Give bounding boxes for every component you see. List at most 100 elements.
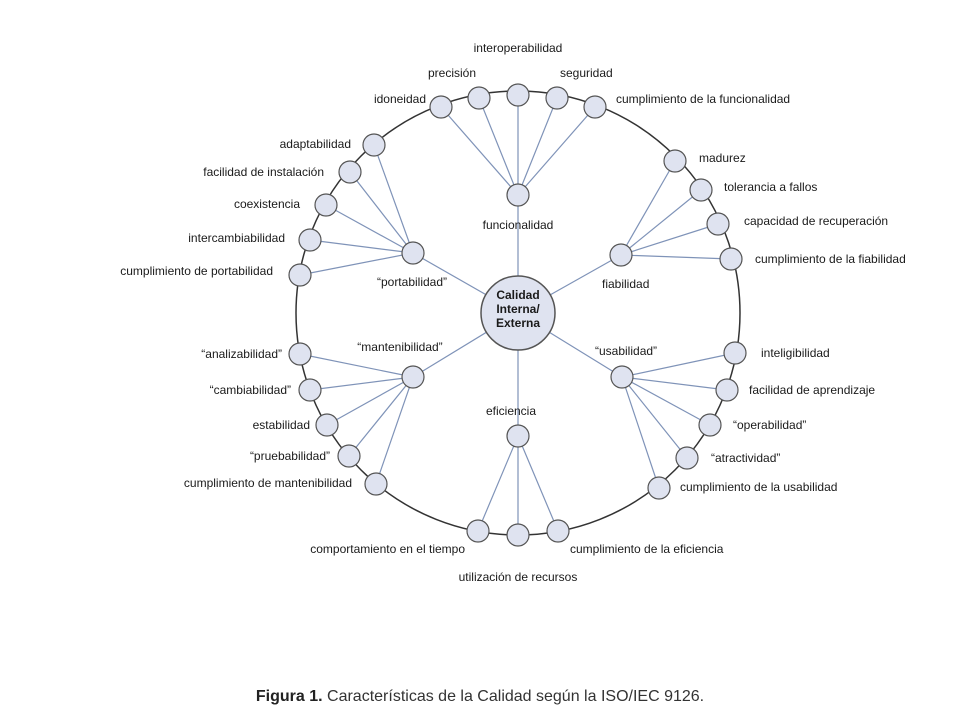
node-cumplimiento-de-portabilidad [288,263,312,287]
link-eficiencia-0 [477,435,519,532]
node-precision [467,86,491,110]
node-inteligibilidad [723,341,747,365]
label-eficiencia: eficiencia [486,404,536,418]
node-intercambiabilidad [298,228,322,252]
nodes-layer [288,83,747,547]
link-funcionalidad-1 [478,97,519,196]
label-precision: precisión [428,66,476,80]
node-idoneidad [429,95,453,119]
node-cambiabilidad [298,378,322,402]
link-fiabilidad-3 [620,254,732,260]
label-capacidad-de-recuperacion: capacidad de recuperación [744,214,888,228]
link-funcionalidad-4 [517,106,596,196]
node-cumplimiento-de-mantenibilidad [364,472,388,496]
label-mantenibilidad: “mantenibilidad” [357,340,442,354]
label-utilizacion-de-recursos: utilización de recursos [459,570,578,584]
label-facilidad-de-aprendizaje: facilidad de aprendizaje [749,383,875,397]
node-operabilidad [698,413,722,437]
label-analizabilidad: “analizabilidad” [201,347,282,361]
label-cumplimiento-de-portabilidad: cumplimiento de portabilidad [120,264,273,278]
label-estabilidad: estabilidad [253,418,310,432]
label-fiabilidad: fiabilidad [602,277,649,291]
node-utilizacion-de-recursos [506,523,530,547]
link-mantenibilidad-0 [299,353,414,378]
label-pruebabilidad: “pruebabilidad” [250,449,330,463]
caption-prefix: Figura 1. [255,688,323,705]
node-eficiencia [506,424,530,448]
label-atractividad: “atractividad” [711,451,780,465]
node-cumplimiento-de-la-funcionalidad [583,95,607,119]
label-portabilidad: “portabilidad” [377,275,447,289]
link-mantenibilidad-1 [309,376,414,391]
label-funcionalidad: funcionalidad [483,218,554,232]
label-cumplimiento-de-la-eficiencia: cumplimiento de la eficiencia [570,542,724,556]
link-usabilidad-0 [621,352,736,378]
label-interoperabilidad: interoperabilidad [474,41,563,55]
center-node [480,275,556,351]
center-label-line: Externa [496,316,540,330]
link-funcionalidad-0 [440,106,519,196]
node-cumplimiento-de-la-usabilidad [647,476,671,500]
label-intercambiabilidad: intercambiabilidad [188,231,285,245]
label-operabilidad: “operabilidad” [733,418,806,432]
label-idoneidad: idoneidad [374,92,426,106]
label-inteligibilidad: inteligibilidad [761,346,830,360]
link-usabilidad-3 [621,376,688,459]
node-comportamiento-en-el-tiempo [466,519,490,543]
node-atractividad [675,446,699,470]
node-analizabilidad [288,342,312,366]
node-mantenibilidad [401,365,425,389]
link-mantenibilidad-4 [375,376,414,485]
link-portabilidad-1 [349,171,414,254]
node-fiabilidad [609,243,633,267]
figure-caption: Figura 1. Características de la Calidad … [0,688,960,706]
label-cumplimiento-de-mantenibilidad: cumplimiento de mantenibilidad [184,476,352,490]
label-madurez: madurez [699,151,746,165]
link-mantenibilidad-2 [326,376,414,426]
label-facilidad-de-instalacion: facilidad de instalación [203,165,324,179]
label-comportamiento-en-el-tiempo: comportamiento en el tiempo [310,542,465,556]
link-fiabilidad-0 [620,160,676,256]
node-tolerancia-a-fallos [689,178,713,202]
label-cumplimiento-de-la-fiabilidad: cumplimiento de la fiabilidad [755,252,906,266]
caption-text: Características de la Calidad según la I… [322,688,705,705]
node-portabilidad [401,241,425,265]
link-fiabilidad-2 [620,223,719,256]
node-interoperabilidad [506,83,530,107]
node-funcionalidad [506,183,530,207]
node-cumplimiento-de-la-eficiencia [546,519,570,543]
label-adaptabilidad: adaptabilidad [280,137,351,151]
link-mantenibilidad-3 [348,376,414,457]
center-label-line: Calidad [496,288,539,302]
label-cumplimiento-de-la-funcionalidad: cumplimiento de la funcionalidad [616,92,790,106]
label-cambiabilidad: “cambiabilidad” [210,383,291,397]
node-facilidad-de-instalacion [338,160,362,184]
link-eficiencia-2 [517,435,559,532]
label-seguridad: seguridad [560,66,613,80]
label-cumplimiento-de-la-usabilidad: cumplimiento de la usabilidad [680,480,837,494]
node-estabilidad [315,413,339,437]
link-usabilidad-4 [621,376,660,489]
node-seguridad [545,86,569,110]
node-madurez [663,149,687,173]
label-usabilidad: “usabilidad” [595,344,657,358]
node-capacidad-de-recuperacion [706,212,730,236]
label-coexistencia: coexistencia [234,197,300,211]
link-portabilidad-0 [373,144,414,254]
link-portabilidad-4 [299,252,414,276]
node-pruebabilidad [337,444,361,468]
node-cumplimiento-de-la-fiabilidad [719,247,743,271]
link-usabilidad-1 [621,376,728,391]
link-funcionalidad-3 [517,97,558,196]
center-label-line: Interna/ [496,302,540,316]
node-usabilidad [610,365,634,389]
link-usabilidad-2 [621,376,711,426]
node-coexistencia [314,193,338,217]
link-portabilidad-2 [325,204,414,254]
label-tolerancia-a-fallos: tolerancia a fallos [724,180,817,194]
link-portabilidad-3 [309,239,414,254]
link-fiabilidad-1 [620,189,702,256]
